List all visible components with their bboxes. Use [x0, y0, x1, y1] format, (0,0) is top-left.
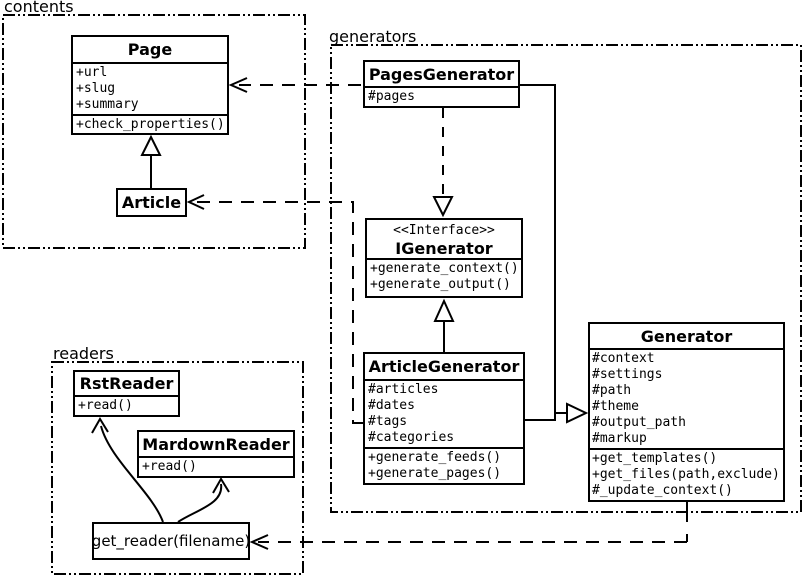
pagesgenerator-to-generator-line [520, 84, 566, 414]
attribute: #settings [592, 367, 663, 382]
method: +generate_pages() [368, 466, 502, 481]
page-methods-section: +check_properties() [73, 114, 227, 133]
attribute: #context [592, 351, 655, 366]
method: +get_files(path,exclude) [592, 467, 780, 482]
class-box-rstreader: RstReader +read() [73, 370, 180, 417]
class-box-pagesgenerator: PagesGenerator #pages [363, 60, 520, 108]
pagesgenerator-to-igenerator-triangle-icon [432, 196, 454, 218]
generator-to-getreader-arrowhead-icon [249, 534, 269, 550]
generator-inheritance-triangle-icon [566, 402, 589, 424]
getreader-to-mardownreader-arrowhead-icon [212, 477, 230, 494]
attribute: #markup [592, 431, 647, 446]
attribute: +summary [76, 97, 139, 112]
page-attributes-section: +url +slug +summary [73, 62, 227, 114]
attribute: +slug [76, 81, 116, 96]
class-box-articlegenerator: ArticleGenerator #articles #dates #tags … [363, 352, 525, 485]
contents-package-label: contents [4, 0, 74, 16]
igenerator-title-section: <<Interface>> IGenerator [367, 220, 521, 258]
attribute: #output_path [592, 415, 686, 430]
getreader-to-rstreader-curve [100, 425, 164, 523]
attribute: #theme [592, 399, 639, 414]
class-title-article: Article [121, 193, 182, 212]
readers-package-border [51, 361, 304, 575]
class-title-igenerator: IGenerator [395, 239, 493, 258]
class-title-rstreader: RstReader [79, 374, 174, 393]
mardownreader-methods-section: +read() [139, 456, 293, 476]
articlegenerator-to-article-dashed-line [197, 201, 363, 424]
readers-package-label: readers [53, 344, 114, 363]
articlegenerator-to-generator-line [525, 412, 556, 421]
getreader-to-rstreader-arrowhead-icon [91, 417, 109, 434]
class-title-generator: Generator [640, 326, 733, 346]
contents-package-border [2, 14, 306, 249]
method: +get_templates() [592, 451, 718, 466]
class-box-generator: Generator #context #settings #path #them… [588, 322, 785, 502]
class-title-articlegenerator: ArticleGenerator [368, 357, 520, 376]
generator-methods-section: +get_templates() +get_files(path,exclude… [590, 448, 783, 500]
pagesgenerator-to-page-arrowhead-icon [228, 77, 248, 93]
igenerator-stereotype: <<Interface>> [393, 223, 495, 238]
class-title-pagesgenerator: PagesGenerator [368, 64, 515, 84]
articlegenerator-methods-section: +generate_feeds() +generate_pages() [365, 447, 523, 483]
getreader-to-mardownreader-curve [177, 483, 223, 523]
generators-package-border [330, 44, 802, 513]
method: +generate_output() [370, 277, 511, 292]
method: +check_properties() [76, 117, 225, 132]
attribute: +url [76, 65, 108, 80]
igenerator-methods-section: +generate_context() +generate_output() [367, 258, 521, 294]
method: +generate_context() [370, 261, 519, 276]
article-to-page-triangle-icon [140, 134, 162, 156]
generators-package-label: generators [329, 27, 417, 46]
attribute: #path [592, 383, 632, 398]
attribute: #tags [368, 414, 408, 429]
method: #_update_context() [592, 483, 733, 498]
rstreader-methods-section: +read() [75, 395, 178, 415]
class-title-mardownreader: MardownReader [142, 434, 290, 454]
get-reader-box: get_reader(filename) [92, 522, 250, 560]
method: +read() [142, 459, 197, 474]
generator-attributes-section: #context #settings #path #theme #output_… [590, 348, 783, 448]
attribute: #categories [368, 430, 455, 445]
class-title-page: Page [127, 40, 173, 59]
articlegenerator-to-article-arrowhead-icon [186, 194, 205, 210]
class-box-igenerator: <<Interface>> IGenerator +generate_conte… [365, 218, 523, 298]
articlegenerator-to-igenerator-triangle-icon [433, 298, 455, 322]
articlegenerator-attributes-section: #articles #dates #tags #categories [365, 379, 523, 447]
method: +generate_feeds() [368, 450, 502, 465]
class-box-page: Page +url +slug +summary +check_properti… [71, 35, 229, 135]
method: +read() [78, 398, 133, 413]
attribute: #pages [368, 89, 415, 104]
pagesgenerator-attributes-section: #pages [365, 86, 518, 106]
attribute: #articles [368, 382, 439, 397]
attribute: #dates [368, 398, 415, 413]
get-reader-label: get_reader(filename) [91, 532, 251, 550]
class-box-mardownreader: MardownReader +read() [137, 430, 295, 478]
class-box-article: Article [116, 188, 187, 217]
